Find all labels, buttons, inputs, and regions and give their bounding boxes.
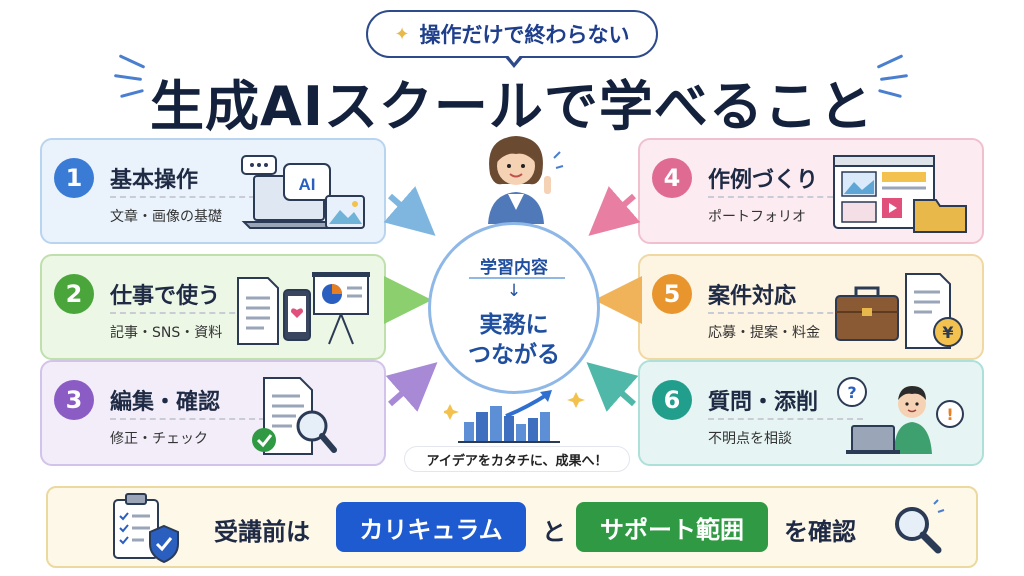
- card-subtitle: 応募・提案・料金: [708, 325, 820, 341]
- card-number: 1: [54, 158, 94, 198]
- curriculum-pill: カリキュラム: [336, 502, 526, 552]
- badge-text: 操作だけで終わらない: [419, 23, 630, 47]
- badge-tail: [504, 53, 524, 68]
- svg-text:?: ?: [847, 383, 856, 402]
- card-subtitle: 修正・チェック: [110, 431, 208, 447]
- portfolio-folder-icon: [833, 155, 967, 233]
- center-label: 学習内容: [480, 258, 548, 278]
- person-question-laptop-icon: ? !: [837, 377, 964, 454]
- center-circle: 学習内容 ↓ 実務に つながる: [428, 222, 600, 394]
- ai-laptop-image-icon: AI: [241, 155, 365, 229]
- card-divider: [708, 312, 863, 314]
- card-number: 3: [54, 380, 94, 420]
- card-number: 5: [652, 274, 692, 314]
- growth-chart-icon: [444, 390, 585, 443]
- card-subtitle: 記事・SNS・資料: [110, 325, 223, 341]
- card-title: 基本操作: [110, 168, 199, 193]
- bottom-prefix: 受講前は: [214, 518, 310, 546]
- card-work-use: 2 仕事で使う 記事・SNS・資料: [40, 254, 386, 360]
- caption: アイデアをカタチに、成果へ！: [404, 446, 630, 472]
- teacher-avatar-icon: [488, 136, 564, 224]
- card-title: 案件対応: [708, 284, 797, 309]
- card-subtitle: ポートフォリオ: [708, 209, 806, 225]
- card-divider: [708, 418, 863, 420]
- center-main-line2: つながる: [468, 342, 560, 368]
- header-badge: ✦ 操作だけで終わらない: [366, 10, 658, 68]
- card-divider: [110, 418, 265, 420]
- card-divider: [110, 312, 265, 314]
- bottom-connector: と: [542, 518, 566, 546]
- card-title: 仕事で使う: [110, 284, 221, 309]
- center-divider: [469, 277, 565, 279]
- card-subtitle: 不明点を相談: [708, 431, 792, 447]
- card-basic-operation: 1 基本操作 文章・画像の基礎 AI: [40, 138, 386, 244]
- card-divider: [708, 196, 863, 198]
- svg-text:¥: ¥: [942, 323, 953, 342]
- card-divider: [110, 196, 265, 198]
- document-magnifier-check-icon: [252, 377, 337, 455]
- clipboard-shield-icon: [113, 493, 179, 564]
- svg-text:!: !: [946, 405, 953, 424]
- briefcase-yen-document-icon: ¥: [835, 273, 963, 349]
- svg-text:AI: AI: [299, 175, 316, 194]
- card-edit-check: 3 編集・確認 修正・チェック: [40, 360, 386, 466]
- card-title: 編集・確認: [110, 390, 221, 415]
- card-number: 6: [652, 380, 692, 420]
- bottom-suffix: を確認: [784, 518, 856, 546]
- card-number: 2: [54, 274, 94, 314]
- card-subtitle: 文章・画像の基礎: [110, 209, 222, 225]
- center-main-line1: 実務に: [479, 312, 549, 338]
- card-number: 4: [652, 158, 692, 198]
- document-phone-presentation-icon: [237, 272, 370, 345]
- magnifier-icon: [895, 499, 945, 554]
- card-title: 質問・添削: [708, 390, 819, 415]
- card-title: 作例づくり: [708, 168, 819, 193]
- down-arrow-icon: ↓: [506, 281, 522, 301]
- bottom-banner: 受講前は カリキュラム と サポート範囲 を確認: [46, 486, 978, 568]
- sparkle-icon: ✦: [394, 23, 410, 45]
- card-portfolio: 4 作例づくり ポートフォリオ: [638, 138, 984, 244]
- support-scope-pill: サポート範囲: [576, 502, 768, 552]
- page-title: 生成AIスクールで学べること: [150, 75, 874, 138]
- card-question-review: 6 質問・添削 不明点を相談 ? !: [638, 360, 984, 466]
